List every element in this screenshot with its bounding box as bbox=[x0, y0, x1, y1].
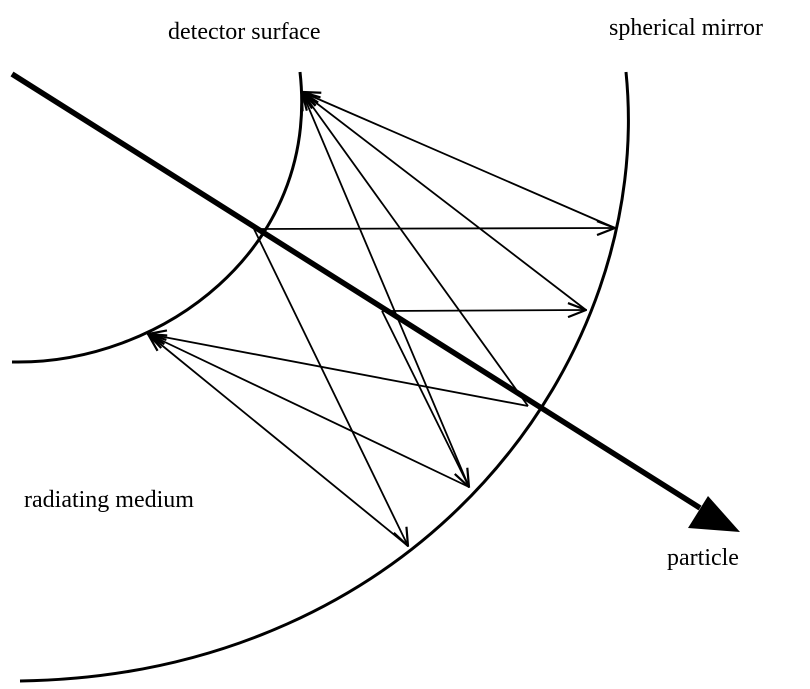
ray-to-mirror-top bbox=[253, 228, 615, 229]
ray-reflect-low-1 bbox=[148, 334, 529, 407]
ray-reflect-top-2 bbox=[302, 92, 587, 311]
detector-surface-label: detector surface bbox=[168, 19, 321, 45]
ray-emit-low-1 bbox=[253, 228, 408, 546]
ray-emit-low-2 bbox=[381, 310, 469, 487]
ray-reflect-top-1 bbox=[302, 92, 616, 229]
particle-arrowhead bbox=[688, 496, 740, 532]
ray-reflect-top-3 bbox=[302, 92, 529, 407]
spherical-mirror-label: spherical mirror bbox=[609, 15, 763, 41]
spherical-mirror-arc bbox=[19, 71, 630, 683]
radiating-medium-label: radiating medium bbox=[24, 487, 194, 513]
ray-reflect-low-2 bbox=[148, 334, 470, 488]
particle-label: particle bbox=[667, 545, 739, 571]
ray-reflect-top-4 bbox=[302, 92, 470, 488]
ray-to-mirror-mid bbox=[381, 310, 586, 311]
ray-reflect-low-3 bbox=[148, 334, 409, 547]
photon-rays bbox=[148, 92, 615, 546]
detector-surface-arc bbox=[11, 71, 304, 364]
particle-track bbox=[10, 71, 702, 511]
